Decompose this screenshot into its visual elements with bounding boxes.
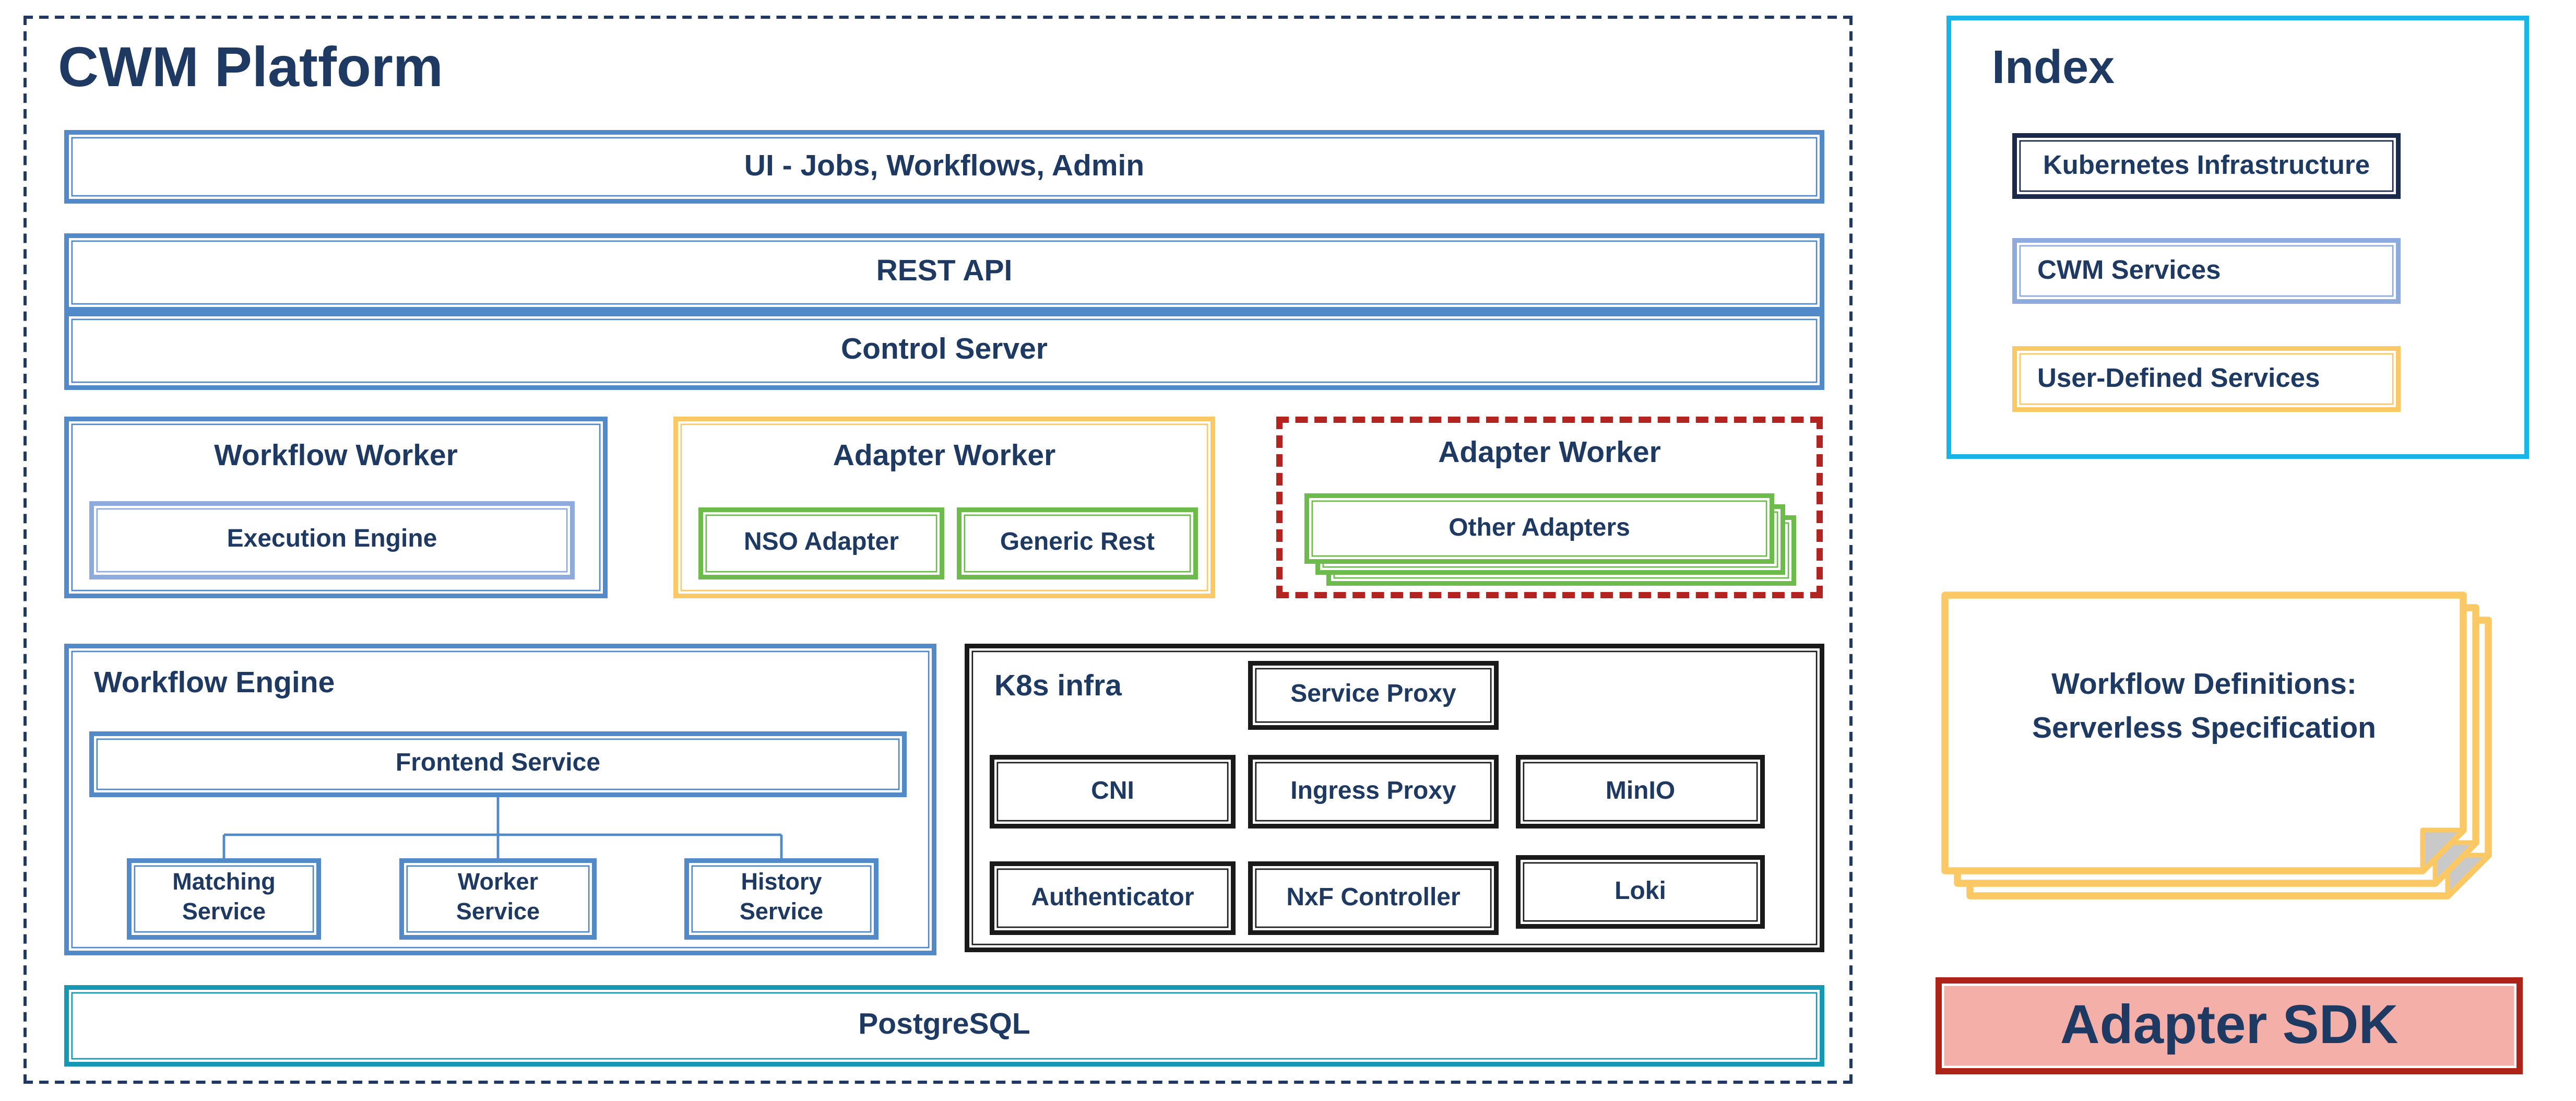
worker-service-label: Worker Service xyxy=(456,869,540,926)
workflow-engine-box: Workflow Engine Frontend Service Matchin… xyxy=(64,644,936,955)
workflow-worker-title: Workflow Worker xyxy=(214,440,458,473)
generic-rest-label: Generic Rest xyxy=(1000,529,1155,556)
loki-box: Loki xyxy=(1516,855,1765,929)
minio-box: MinIO xyxy=(1516,755,1765,828)
control-server-label: Control Server xyxy=(841,334,1048,366)
matching-service-box: Matching Service xyxy=(127,858,321,940)
workflow-definitions-label: Workflow Definitions: Serverless Specifi… xyxy=(2032,669,2376,745)
workflow-engine-connectors xyxy=(222,797,783,858)
history-service-label: History Service xyxy=(739,869,824,926)
ingress-proxy-label: Ingress Proxy xyxy=(1290,777,1456,804)
matching-service-label: Matching Service xyxy=(172,869,276,926)
ui-bar: UI - Jobs, Workflows, Admin xyxy=(64,130,1824,204)
adapter-worker-custom-title: Adapter Worker xyxy=(1438,437,1661,470)
legend-cwm-services: CWM Services xyxy=(2012,238,2401,304)
history-service-box: History Service xyxy=(684,858,879,940)
worker-service-box: Worker Service xyxy=(399,858,597,940)
rest-api-bar: REST API xyxy=(64,233,1824,312)
adapter-worker-builtin-box: Adapter Worker NSO Adapter Generic Rest xyxy=(673,417,1215,598)
loki-label: Loki xyxy=(1615,878,1666,905)
other-adapters-box: Other Adapters xyxy=(1304,493,1774,564)
legend-cwm-services-label: CWM Services xyxy=(2037,255,2221,285)
nxf-controller-box: NxF Controller xyxy=(1248,861,1499,935)
cni-label: CNI xyxy=(1091,777,1134,804)
doc-page-front xyxy=(1941,591,2467,874)
minio-label: MinIO xyxy=(1605,777,1676,804)
legend-kubernetes-infrastructure: Kubernetes Infrastructure xyxy=(2012,133,2401,199)
index-title: Index xyxy=(1992,42,2115,94)
nso-adapter-label: NSO Adapter xyxy=(744,529,899,556)
postgresql-label: PostgreSQL xyxy=(858,1009,1030,1041)
k8s-infra-title: K8s infra xyxy=(994,670,1122,703)
nxf-controller-label: NxF Controller xyxy=(1286,884,1461,911)
authenticator-box: Authenticator xyxy=(990,861,1236,935)
legend-user-defined-label: User-Defined Services xyxy=(2037,363,2320,393)
ui-bar-label: UI - Jobs, Workflows, Admin xyxy=(744,149,1145,183)
service-proxy-box: Service Proxy xyxy=(1248,661,1499,730)
service-proxy-label: Service Proxy xyxy=(1290,681,1456,708)
other-adapters-label: Other Adapters xyxy=(1449,514,1630,541)
adapter-worker-custom-box: Adapter Worker Other Adapters xyxy=(1276,417,1823,598)
rest-api-label: REST API xyxy=(876,255,1013,288)
execution-engine-box: Execution Engine xyxy=(89,501,575,579)
authenticator-label: Authenticator xyxy=(1031,884,1194,911)
adapter-sdk-label: Adapter SDK xyxy=(2060,995,2399,1056)
workflow-definitions-stack: Workflow Definitions: Serverless Specifi… xyxy=(1939,589,2518,924)
frontend-service-box: Frontend Service xyxy=(89,731,907,797)
adapter-sdk-box: Adapter SDK xyxy=(1936,977,2523,1074)
k8s-infra-box: K8s infra Service Proxy CNI Ingress Prox… xyxy=(965,644,1824,952)
execution-engine-label: Execution Engine xyxy=(227,526,437,553)
ingress-proxy-box: Ingress Proxy xyxy=(1248,755,1499,828)
frontend-service-label: Frontend Service xyxy=(395,750,601,777)
adapter-worker-builtin-title: Adapter Worker xyxy=(833,440,1056,473)
postgresql-bar: PostgreSQL xyxy=(64,985,1824,1067)
platform-title: CWM Platform xyxy=(58,34,443,99)
cni-box: CNI xyxy=(990,755,1236,828)
index-legend-box: Index Kubernetes Infrastructure CWM Serv… xyxy=(1946,16,2529,459)
generic-rest-box: Generic Rest xyxy=(957,507,1198,579)
workflow-engine-title: Workflow Engine xyxy=(94,667,335,700)
cwm-platform-container: CWM Platform UI - Jobs, Workflows, Admin… xyxy=(23,16,1853,1084)
nso-adapter-box: NSO Adapter xyxy=(698,507,944,579)
control-server-bar: Control Server xyxy=(64,312,1824,390)
legend-kubernetes-label: Kubernetes Infrastructure xyxy=(2043,150,2370,180)
workflow-worker-box: Workflow Worker Execution Engine xyxy=(64,417,608,598)
legend-user-defined-services: User-Defined Services xyxy=(2012,346,2401,412)
document-stack-icon xyxy=(1941,591,2492,899)
